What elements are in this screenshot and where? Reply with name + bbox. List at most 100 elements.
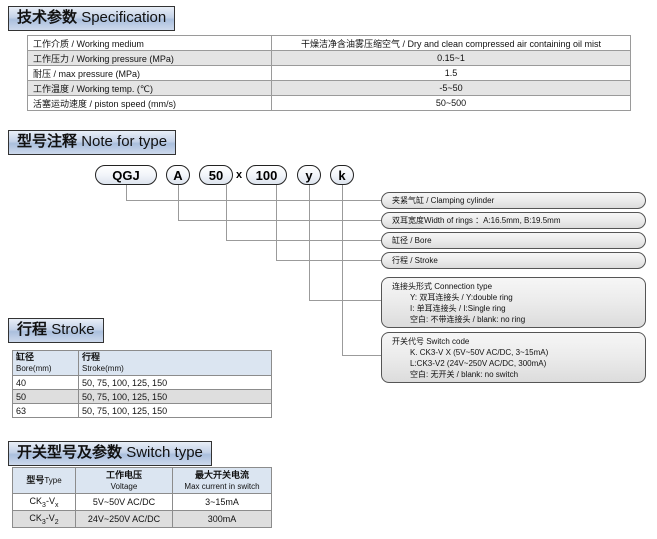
- leader-line-vertical: [342, 185, 343, 356]
- section-heading-switch-type: 开关型号及参数 Switch type: [8, 441, 212, 466]
- model-code-diagram: QGJ A 50 x 100 y k 夹紧气缸 / Clamping cylin…: [0, 155, 657, 400]
- table-row: 40 50, 75, 100, 125, 150: [12, 375, 272, 390]
- specification-table: 工作介质 / Working medium 干燥洁净含油雾压缩空气 / Dry …: [27, 35, 631, 111]
- spec-value: 50~500: [271, 95, 631, 111]
- connection-type-title: 连接头形式 Connection type: [392, 282, 493, 291]
- spec-value: 0.15~1: [271, 50, 631, 66]
- switch-type-tail: -V: [45, 512, 55, 523]
- stroke-table: 缸径 Bore(mm) 行程 Stroke(mm) 40 50, 75, 100…: [12, 350, 272, 418]
- callout-stroke: 行程 / Stroke: [381, 252, 646, 269]
- stroke-values: 50, 75, 100, 125, 150: [78, 389, 272, 404]
- switch-code-line-2: L:CK3-V2 (24V~250V AC/DC, 300mA): [410, 359, 547, 368]
- table-header-row: 缸径 Bore(mm) 行程 Stroke(mm): [12, 350, 272, 376]
- spec-value: -5~50: [271, 80, 631, 96]
- connection-type-line-3: 空白: 不带连接头 / blank: no ring: [410, 315, 526, 324]
- switch-header-type-en: Type: [44, 476, 62, 485]
- spec-key: 工作介质 / Working medium: [27, 35, 272, 51]
- switch-code-line-3: 空白: 无开关 / blank: no switch: [410, 370, 519, 379]
- switch-header-current: 最大开关电流 Max current in switch: [172, 467, 272, 494]
- stroke-header-bore-en: Bore(mm): [16, 364, 52, 373]
- spec-key: 耐压 / max pressure (MPa): [27, 65, 272, 81]
- heading-en-note: Note for type: [81, 133, 168, 150]
- switch-type-table: 型号Type 工作电压 Voltage 最大开关电流 Max current i…: [12, 467, 272, 528]
- stroke-values: 50, 75, 100, 125, 150: [78, 403, 272, 418]
- heading-en-specification: Specification: [81, 9, 167, 26]
- section-heading-stroke: 行程 Stroke: [8, 318, 104, 343]
- leader-line-horizontal: [226, 240, 381, 241]
- stroke-bore-value: 40: [12, 375, 79, 390]
- switch-header-current-en: Max current in switch: [184, 481, 260, 491]
- model-code-bubble-series: QGJ: [95, 165, 157, 185]
- switch-current-value: 300mA: [172, 510, 272, 528]
- callout-bore: 缸径 / Bore: [381, 232, 646, 249]
- heading-en-switch: Switch type: [126, 444, 203, 461]
- callout-width-of-rings: 双耳宽度Width of rings ：A:16.5mm, B:19.5mm: [381, 212, 646, 229]
- leader-line-horizontal: [309, 300, 381, 301]
- model-code-bubble-stroke: 100: [246, 165, 287, 185]
- section-heading-specification: 技术参数 Specification: [8, 6, 176, 31]
- leader-line-vertical: [178, 185, 179, 221]
- callout-connection-type: 连接头形式 Connection type Y: 双耳连接头 / Y:doubl…: [381, 277, 646, 328]
- switch-type-value: CK3-Vx: [12, 493, 76, 511]
- switch-code-title: 开关代号 Switch code: [392, 337, 470, 346]
- stroke-bore-value: 50: [12, 389, 79, 404]
- switch-type-tail: -V: [45, 495, 55, 506]
- spec-value: 1.5: [271, 65, 631, 81]
- table-row: 耐压 / max pressure (MPa) 1.5: [27, 65, 631, 81]
- switch-type-value: CK3-V2: [12, 510, 76, 528]
- table-row: CK3-V2 24V~250V AC/DC 300mA: [12, 510, 272, 528]
- stroke-header-stroke-en: Stroke(mm): [82, 364, 124, 373]
- table-row: 工作温度 / Working temp. (℃) -5~50: [27, 80, 631, 96]
- callout-switch-code: 开关代号 Switch code K. CK3-V X (5V~50V AC/D…: [381, 332, 646, 383]
- callout-clamping-cylinder: 夹紧气缸 / Clamping cylinder: [381, 192, 646, 209]
- table-row: 工作压力 / Working pressure (MPa) 0.15~1: [27, 50, 631, 66]
- heading-cn-specification: 技术参数: [17, 9, 78, 26]
- heading-cn-note: 型号注释: [17, 133, 78, 150]
- connection-type-line-1: Y: 双耳连接头 / Y:double ring: [410, 293, 513, 302]
- switch-code-line-1: K. CK3-V X (5V~50V AC/DC, 3~15mA): [410, 348, 549, 357]
- table-row: 活塞运动速度 / piston speed (mm/s) 50~500: [27, 95, 631, 111]
- heading-cn-stroke: 行程: [17, 321, 48, 338]
- switch-header-voltage-cn: 工作电压: [105, 469, 142, 480]
- table-row: 工作介质 / Working medium 干燥洁净含油雾压缩空气 / Dry …: [27, 35, 631, 51]
- spec-key: 活塞运动速度 / piston speed (mm/s): [27, 95, 272, 111]
- leader-line-horizontal: [178, 220, 381, 221]
- switch-type-sub2: 2: [54, 518, 59, 526]
- table-row: CK3-Vx 5V~50V AC/DC 3~15mA: [12, 493, 272, 511]
- table-row: 50 50, 75, 100, 125, 150: [12, 389, 272, 404]
- switch-type-main: CK: [29, 512, 42, 523]
- model-code-bubble-ring-width: A: [166, 165, 190, 185]
- leader-line-vertical: [226, 185, 227, 241]
- switch-header-current-cn: 最大开关电流: [194, 469, 249, 480]
- switch-voltage-value: 5V~50V AC/DC: [75, 493, 173, 511]
- leader-line-vertical: [126, 185, 127, 201]
- leader-line-horizontal: [342, 355, 381, 356]
- switch-voltage-value: 24V~250V AC/DC: [75, 510, 173, 528]
- spec-value: 干燥洁净含油雾压缩空气 / Dry and clean compressed a…: [271, 35, 631, 51]
- leader-line-horizontal: [276, 260, 381, 261]
- heading-cn-switch: 开关型号及参数: [17, 444, 123, 461]
- switch-header-voltage-en: Voltage: [110, 481, 138, 491]
- model-code-separator: x: [236, 169, 243, 181]
- switch-header-voltage: 工作电压 Voltage: [75, 467, 173, 494]
- model-code-bubble-bore: 50: [199, 165, 233, 185]
- switch-header-type-cn: 型号: [26, 475, 45, 485]
- spec-key: 工作温度 / Working temp. (℃): [27, 80, 272, 96]
- stroke-header-bore-cn: 缸径: [16, 352, 35, 362]
- switch-type-sub2: x: [54, 501, 59, 509]
- stroke-values: 50, 75, 100, 125, 150: [78, 375, 272, 390]
- stroke-header-bore: 缸径 Bore(mm): [12, 350, 79, 376]
- model-code-bubble-switch: k: [330, 165, 354, 185]
- leader-line-horizontal: [126, 200, 381, 201]
- stroke-header-stroke-cn: 行程: [82, 352, 101, 362]
- switch-type-sub: 3: [42, 501, 46, 509]
- stroke-bore-value: 63: [12, 403, 79, 418]
- leader-line-vertical: [276, 185, 277, 261]
- switch-header-type: 型号Type: [12, 467, 76, 494]
- heading-en-stroke: Stroke: [51, 321, 95, 338]
- switch-type-sub: 3: [41, 518, 46, 526]
- table-row: 63 50, 75, 100, 125, 150: [12, 403, 272, 418]
- leader-line-vertical: [309, 185, 310, 301]
- table-header-row: 型号Type 工作电压 Voltage 最大开关电流 Max current i…: [12, 467, 272, 494]
